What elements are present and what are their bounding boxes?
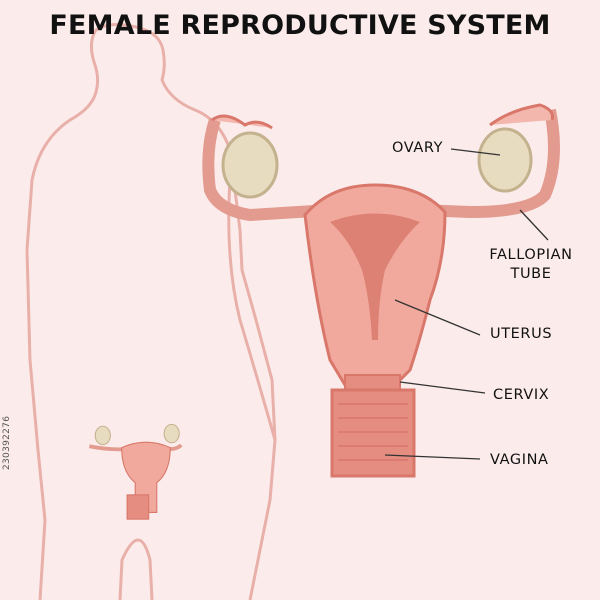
main-organ-drawing [202, 103, 560, 478]
label-cervix: CERVIX [493, 387, 550, 403]
fallopian-leader [519, 209, 549, 241]
label-ovary: OVARY [392, 140, 444, 156]
stock-image-id: 230392276 [2, 415, 12, 470]
label-fallopian-line2: TUBE [510, 266, 552, 282]
cervix-leader [399, 381, 486, 394]
vagina-ridges [338, 403, 408, 461]
right-ovary [477, 127, 533, 193]
left-fallopian-tube [202, 118, 331, 222]
vagina [330, 388, 416, 478]
ovary-leader [450, 148, 501, 156]
label-vagina: VAGINA [490, 452, 549, 468]
body-silhouette [25, 23, 277, 600]
label-fallopian-tube: FALLOPIAN TUBE [486, 246, 576, 284]
left-ovary [221, 131, 279, 199]
label-fallopian-line1: FALLOPIAN [489, 247, 573, 263]
right-fallopian-tube [419, 108, 560, 219]
arm-outline [227, 179, 277, 441]
vagina-leader [384, 454, 481, 460]
uterus-leader [394, 299, 481, 336]
diagram-title: FEMALE REPRODUCTIVE SYSTEM [49, 10, 551, 41]
small-organ-icon [88, 423, 183, 520]
uterine-cavity [330, 213, 420, 340]
leg-outline [118, 538, 154, 600]
leader-lines [384, 148, 549, 460]
label-uterus: UTERUS [490, 326, 553, 342]
